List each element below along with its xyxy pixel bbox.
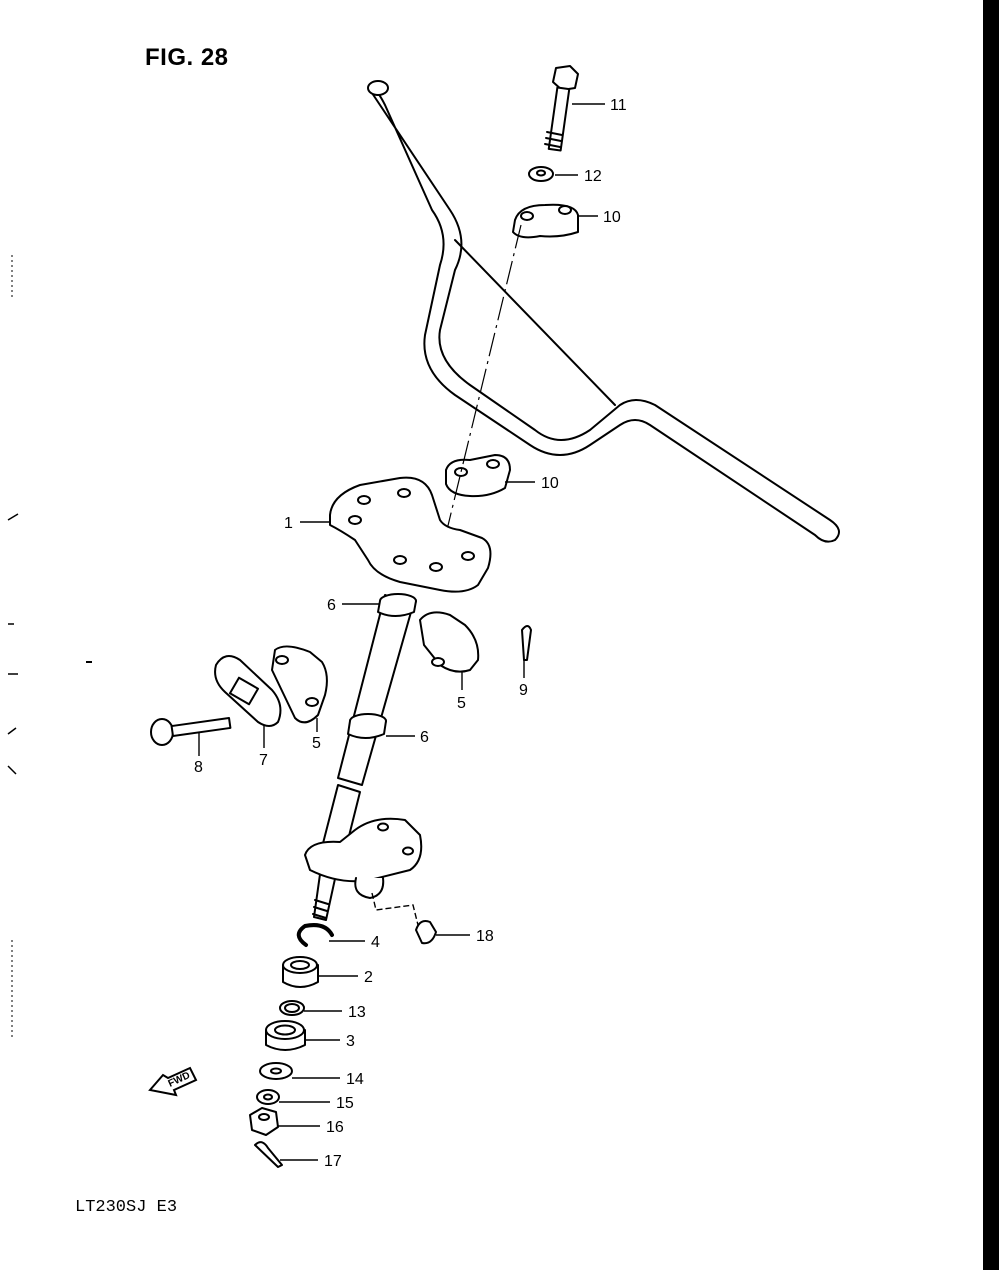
callout-9: 9	[519, 682, 528, 699]
nut-16	[249, 1107, 279, 1136]
page-edge-bar	[983, 0, 999, 1270]
handlebar	[367, 80, 840, 543]
handlebar-bolt-11	[544, 65, 579, 152]
lower-holder-10	[445, 454, 511, 498]
callout-1: 1	[284, 515, 293, 532]
handlebar-plate-1	[329, 476, 492, 593]
washer-13	[279, 1000, 305, 1016]
callout-7: 7	[259, 752, 268, 769]
lower-bracket	[304, 817, 423, 899]
cotter-pin-17	[254, 1141, 283, 1168]
callout-18: 18	[476, 928, 494, 945]
callout-12: 12	[584, 168, 602, 185]
callout-13: 13	[348, 1004, 366, 1021]
bushing-6-upper	[377, 593, 417, 617]
callout-5-right: 5	[457, 695, 466, 712]
shaft-clamp-5-right	[419, 611, 480, 673]
upper-holder-10	[512, 203, 579, 239]
callout-5-left: 5	[312, 735, 321, 752]
circlip-4	[296, 923, 334, 947]
callout-6-upper: 6	[327, 597, 336, 614]
callout-4: 4	[371, 934, 380, 951]
washer-14	[259, 1062, 293, 1080]
callout-6-lower: 6	[420, 729, 429, 746]
callout-16: 16	[326, 1119, 344, 1136]
model-code: LT230SJ E3	[75, 1198, 178, 1217]
fwd-direction-arrow: FWD	[148, 1066, 198, 1097]
plate-7	[214, 655, 282, 727]
callout-10-upper: 10	[603, 209, 621, 226]
callout-10-lower: 10	[541, 475, 559, 492]
bolt-8	[150, 717, 232, 746]
callout-14: 14	[346, 1071, 364, 1088]
shaft-clamp-5-left	[271, 645, 328, 724]
figure-title: FIG. 28	[145, 44, 229, 71]
seal-2	[282, 956, 319, 988]
bushing-6-lower	[347, 713, 387, 739]
callout-8: 8	[194, 759, 203, 776]
grease-nipple-18	[415, 920, 437, 945]
scan-margin-marks	[7, 255, 92, 1040]
washer-15	[256, 1089, 280, 1105]
callout-3: 3	[346, 1033, 355, 1050]
callout-2: 2	[364, 969, 373, 986]
callout-11: 11	[610, 97, 627, 114]
bearing-3	[265, 1020, 306, 1051]
washer-12	[528, 166, 554, 182]
cotter-pin-9	[521, 625, 532, 661]
callout-15: 15	[336, 1095, 354, 1112]
callout-17: 17	[324, 1153, 342, 1170]
